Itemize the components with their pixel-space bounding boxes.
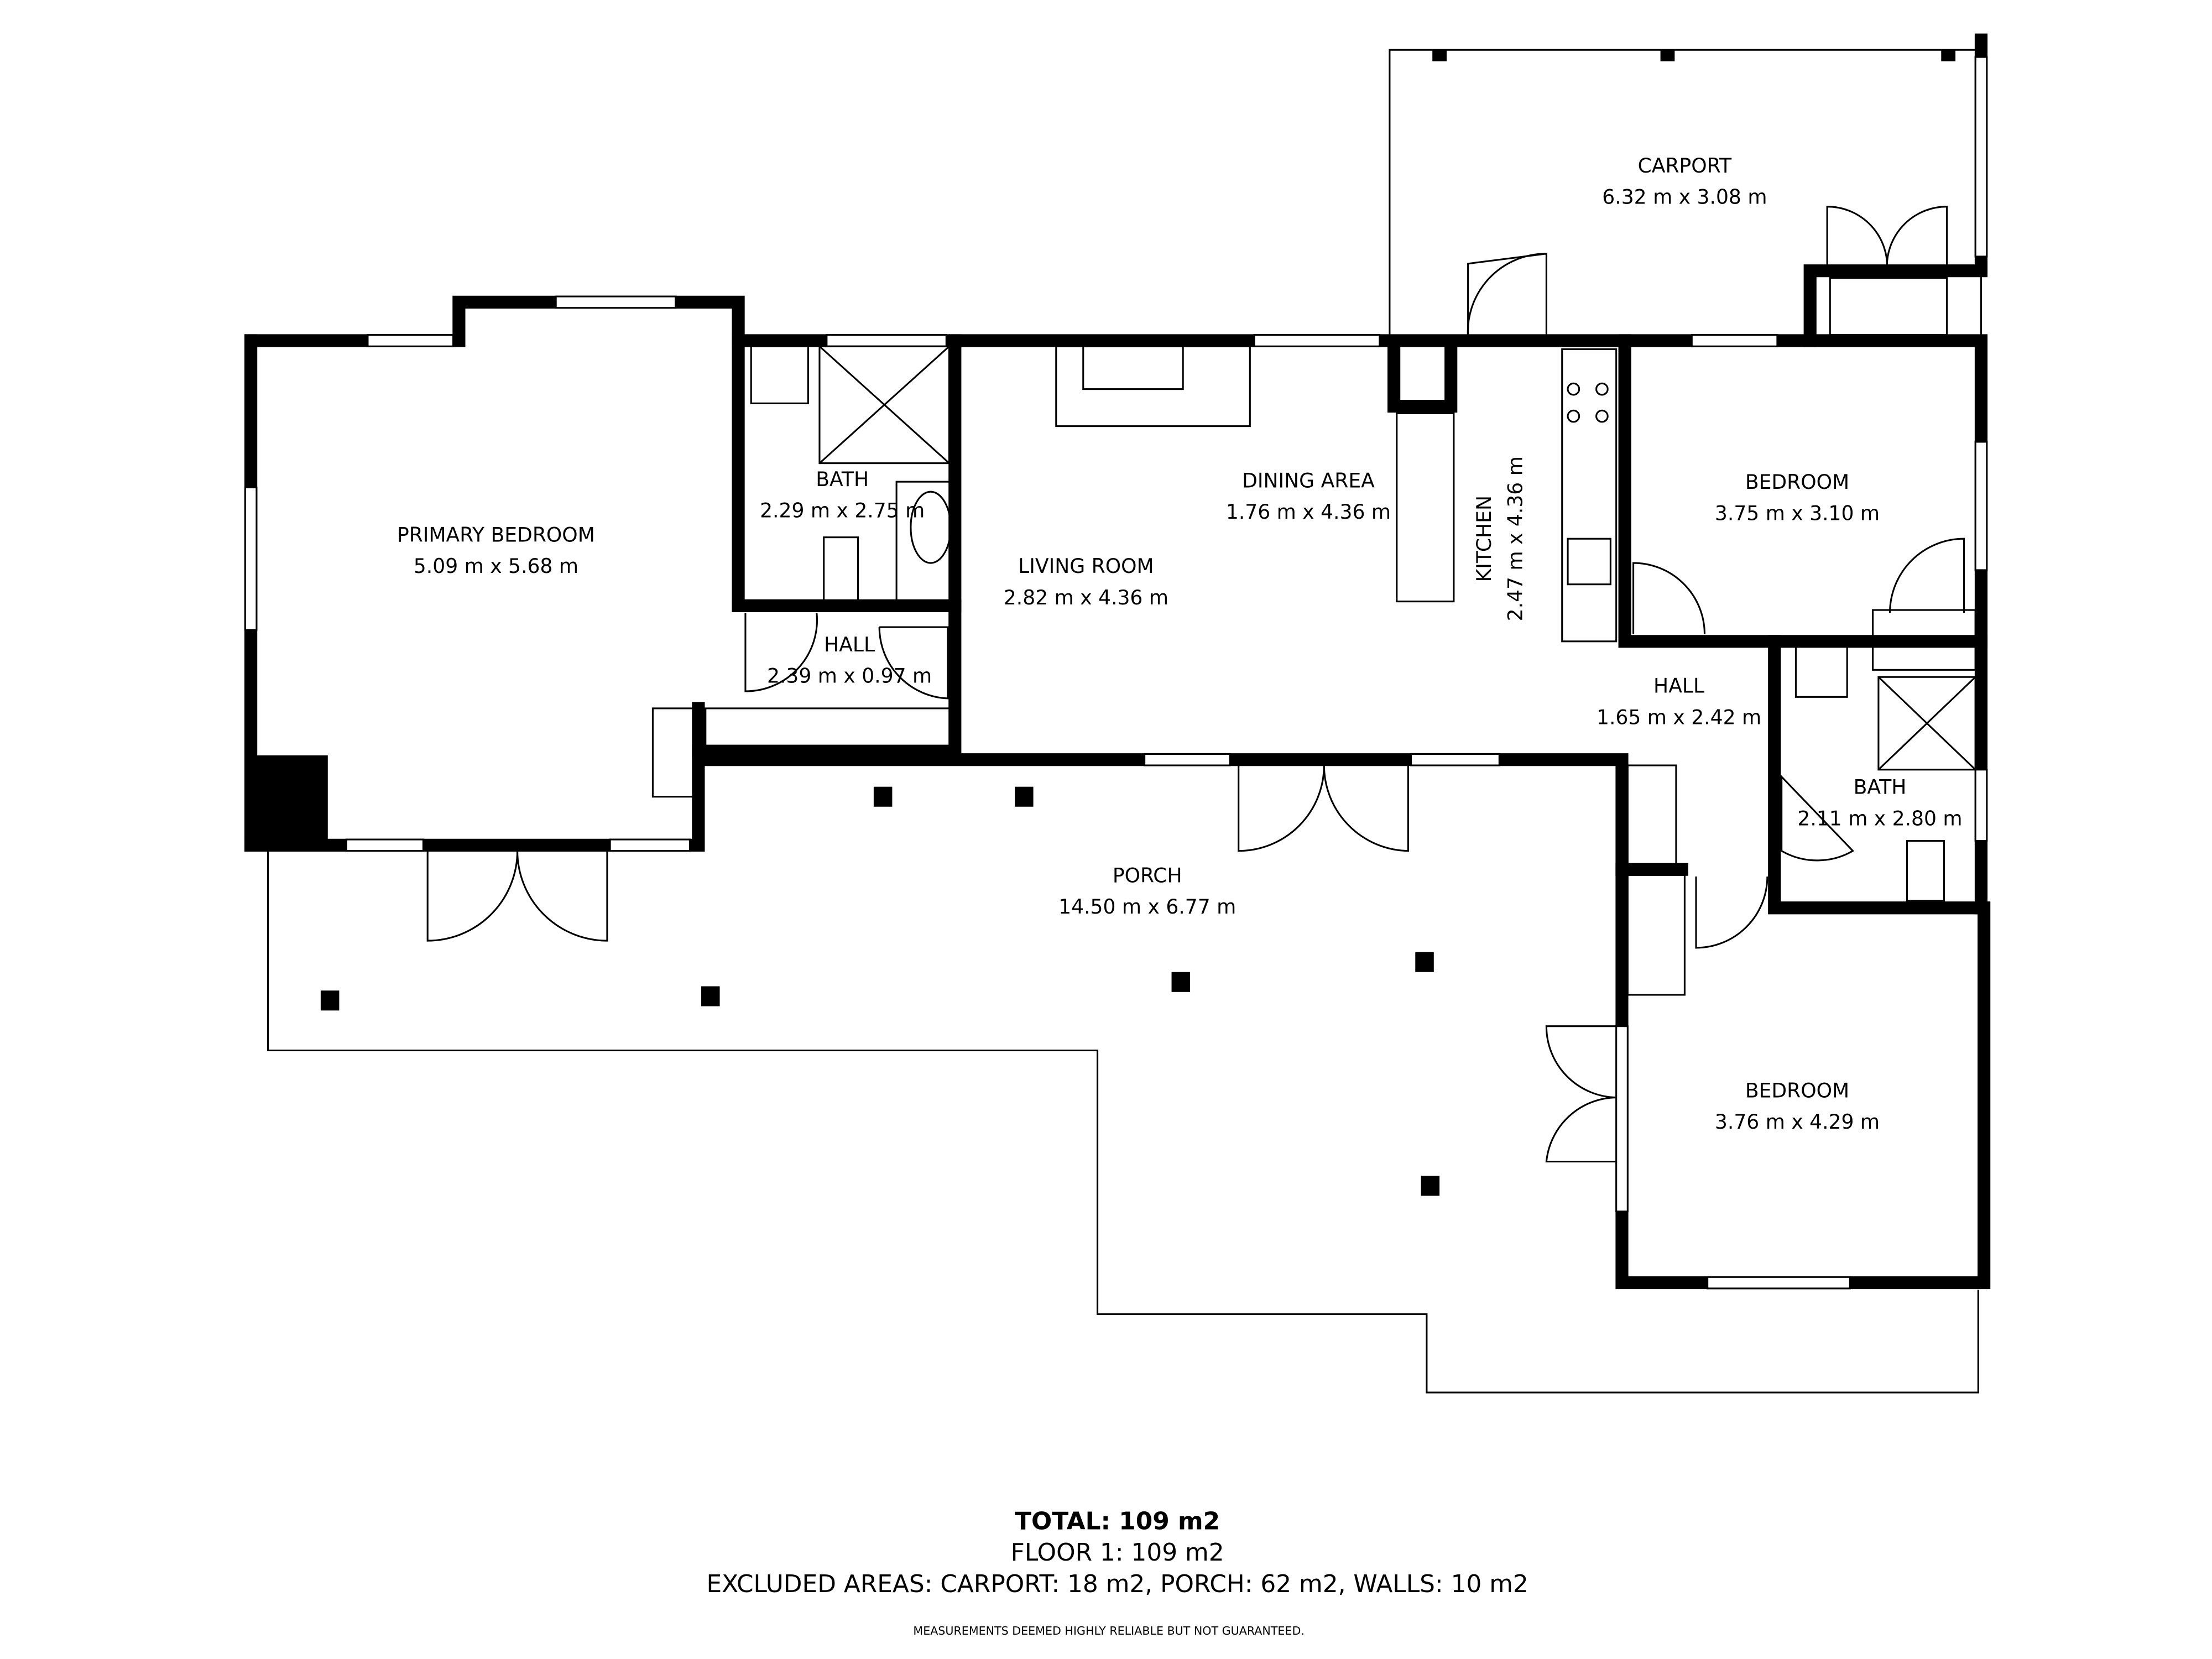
primary-bedroom-size: 5.09 m x 5.68 m (414, 555, 578, 578)
bedroom2-name: BEDROOM (1745, 1079, 1849, 1103)
dining-area-size: 1.76 m x 4.36 m (1226, 500, 1391, 524)
area-summary: TOTAL: 109 m2 FLOOR 1: 109 m2 EXCLUDED A… (706, 1507, 1528, 1637)
hall1-size: 2.39 m x 0.97 m (767, 665, 932, 688)
bath2-name: BATH (1854, 776, 1907, 799)
kitchen-name: KITCHEN (1473, 495, 1496, 582)
floor1-area: FLOOR 1: 109 m2 (1011, 1538, 1224, 1567)
hall2-name: HALL (1653, 675, 1704, 698)
bath1-size: 2.29 m x 2.75 m (760, 499, 925, 523)
bath1-name: BATH (816, 468, 869, 491)
bedroom1-name: BEDROOM (1745, 471, 1849, 494)
total-area: TOTAL: 109 m2 (1015, 1507, 1220, 1535)
excluded-areas: EXCLUDED AREAS: CARPORT: 18 m2, PORCH: 6… (706, 1570, 1528, 1598)
bedroom2-size: 3.76 m x 4.29 m (1715, 1110, 1880, 1134)
porch-posts (320, 50, 1956, 1196)
porch-outline (267, 851, 1979, 1394)
windows (244, 56, 1988, 1290)
porch-name: PORCH (1113, 864, 1182, 887)
hall2-size: 1.65 m x 2.42 m (1597, 706, 1761, 729)
dining-area-name: DINING AREA (1242, 469, 1375, 492)
disclaimer: MEASUREMENTS DEEMED HIGHLY RELIABLE BUT … (913, 1624, 1304, 1637)
bedroom1-size: 3.75 m x 3.10 m (1715, 502, 1880, 525)
porch-size: 14.50 m x 6.77 m (1058, 895, 1236, 919)
bath2-size: 2.11 m x 2.80 m (1797, 807, 1962, 830)
primary-bedroom-name: PRIMARY BEDROOM (397, 523, 595, 546)
walls (244, 33, 1991, 1290)
fixtures (651, 277, 1976, 996)
carport-size: 6.32 m x 3.08 m (1602, 186, 1767, 209)
living-room-size: 2.82 m x 4.36 m (1004, 586, 1168, 609)
carport-name: CARPORT (1638, 154, 1733, 178)
hall1-name: HALL (824, 633, 875, 656)
room-labels: CARPORT 6.32 m x 3.08 m PRIMARY BEDROOM … (397, 154, 1963, 1134)
kitchen-size: 2.47 m x 4.36 m (1504, 456, 1527, 621)
living-room-name: LIVING ROOM (1018, 555, 1154, 578)
doors (426, 206, 1965, 1163)
